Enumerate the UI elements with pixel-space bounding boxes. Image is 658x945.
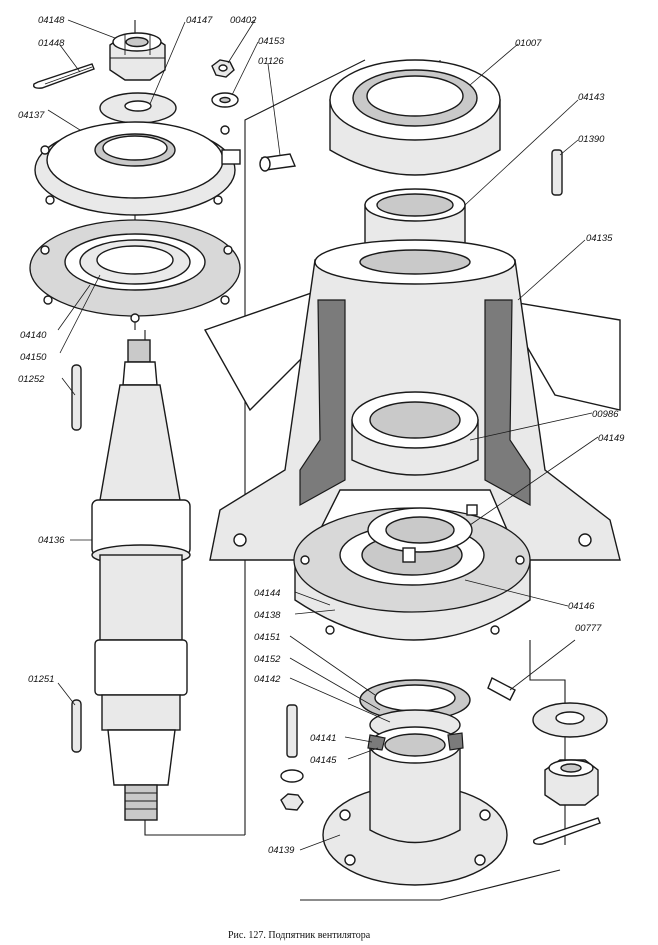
- label-01007: 01007: [515, 38, 542, 49]
- label-04139: 04139: [268, 845, 295, 856]
- label-00777: 00777: [575, 623, 602, 634]
- washer-lower-right: [532, 702, 608, 738]
- label-01251: 01251: [28, 674, 54, 685]
- label-00402: 00402: [230, 15, 257, 26]
- leader-lines: [47, 19, 599, 851]
- label-01448: 01448: [38, 38, 65, 49]
- label-04152: 04152: [254, 654, 281, 665]
- lock-washer: [211, 92, 239, 108]
- label-04153: 04153: [258, 36, 285, 47]
- label-04147: 04147: [186, 15, 213, 26]
- grease-fitting-lower: [487, 677, 516, 701]
- cotter-pin-top: [32, 63, 95, 89]
- lower-hub: [322, 726, 508, 886]
- label-04143: 04143: [578, 92, 605, 103]
- label-04146: 04146: [568, 601, 595, 612]
- label-04145: 04145: [310, 755, 337, 766]
- label-04144: 04144: [254, 588, 280, 599]
- label-00986: 00986: [592, 409, 619, 420]
- key-upper: [71, 364, 82, 431]
- cotter-pin-lower: [532, 817, 601, 845]
- small-nut: [211, 59, 235, 78]
- lower-bearing: [351, 391, 479, 476]
- upper-bearing: [329, 59, 501, 176]
- label-01390: 01390: [578, 134, 605, 145]
- part-labels: 04148 01448 04147 00402 04153 01126 0100…: [18, 15, 625, 856]
- stud-lower: [280, 704, 304, 811]
- upper-cover: [34, 121, 241, 216]
- castle-nut-top: [109, 32, 166, 81]
- grease-fitting: [259, 153, 296, 172]
- stud-01390: [551, 149, 563, 196]
- tab-washer: [367, 504, 478, 563]
- key-lower: [71, 699, 82, 753]
- figure-caption: Рис. 127. Подпятник вентилятора: [228, 930, 371, 941]
- label-01252: 01252: [18, 374, 45, 385]
- label-04138: 04138: [254, 610, 281, 621]
- label-04148: 04148: [38, 15, 65, 26]
- label-04136: 04136: [38, 535, 65, 546]
- label-04137: 04137: [18, 110, 45, 121]
- label-04142: 04142: [254, 674, 281, 685]
- washer-04147: [99, 92, 177, 124]
- seal-ring-04150: [79, 239, 191, 285]
- castle-nut-lower: [544, 759, 599, 806]
- label-04141: 04141: [310, 733, 336, 744]
- label-04150: 04150: [20, 352, 47, 363]
- label-04135: 04135: [586, 233, 613, 244]
- label-01126: 01126: [258, 56, 284, 67]
- seal-rings: [359, 679, 471, 741]
- label-04140: 04140: [20, 330, 47, 341]
- shaft: [91, 339, 191, 821]
- label-04151: 04151: [254, 632, 280, 643]
- label-04149: 04149: [598, 433, 625, 444]
